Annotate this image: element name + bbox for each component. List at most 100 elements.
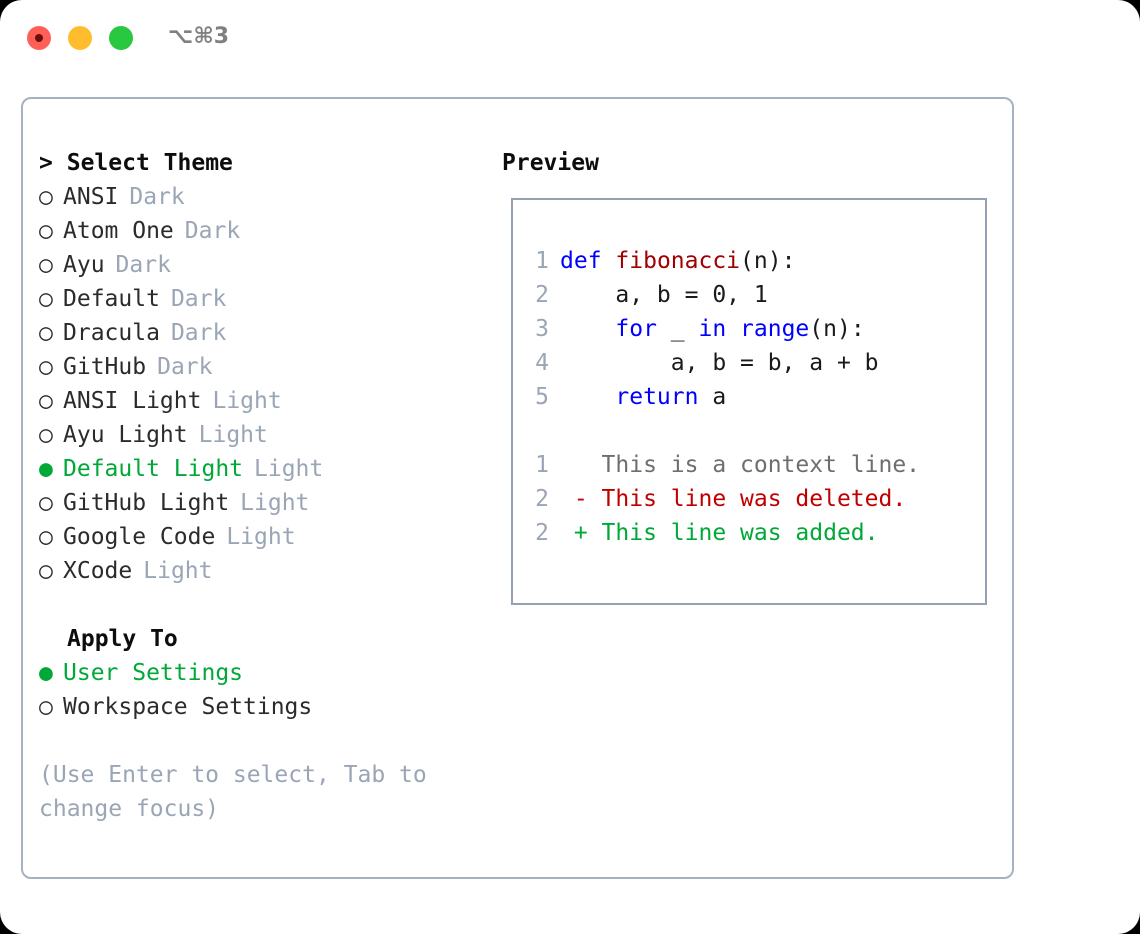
- theme-option-atom-one[interactable]: ○ Atom One Dark: [39, 214, 493, 248]
- theme-option-label: Default Light: [63, 456, 244, 482]
- radio-unselected-icon: ○: [39, 558, 53, 584]
- theme-option-google-code[interactable]: ○ Google Code Light: [39, 520, 493, 554]
- keyboard-shortcut-label: ⌥⌘3: [168, 24, 230, 49]
- radio-unselected-icon: ○: [39, 694, 53, 720]
- minimize-button[interactable]: [68, 26, 92, 50]
- code-token: a: [698, 384, 727, 410]
- radio-unselected-icon: ○: [39, 524, 53, 550]
- line-number: 4: [535, 350, 549, 376]
- code-token: a, b = 0, 1: [615, 282, 768, 308]
- theme-option-label: Ayu: [63, 252, 105, 278]
- radio-selected-icon: ●: [39, 456, 53, 482]
- theme-option-label: ANSI Light: [63, 388, 202, 414]
- theme-option-tag: Light: [226, 524, 296, 550]
- apply-to-option-label: Workspace Settings: [63, 694, 313, 720]
- code-token: for: [615, 316, 657, 342]
- theme-option-label: Default: [63, 286, 160, 312]
- apply-to-option-list: ● User Settings ○ Workspace Settings: [39, 656, 493, 724]
- diff-line-text: + This line was added.: [560, 520, 879, 546]
- theme-option-tag: Dark: [115, 252, 171, 278]
- diff-line-text: - This line was deleted.: [560, 486, 907, 512]
- radio-unselected-icon: ○: [39, 252, 53, 278]
- theme-option-default[interactable]: ○ Default Dark: [39, 282, 493, 316]
- apply-to-option-label: User Settings: [63, 660, 244, 686]
- theme-option-tag: Light: [212, 388, 282, 414]
- spacer: [39, 588, 493, 622]
- theme-option-label: XCode: [63, 558, 133, 584]
- radio-unselected-icon: ○: [39, 490, 53, 516]
- line-number: 2: [535, 520, 549, 546]
- close-button[interactable]: [27, 26, 51, 50]
- theme-option-label: Atom One: [63, 218, 174, 244]
- code-line: 5 return a: [513, 380, 985, 414]
- maximize-button[interactable]: [109, 26, 133, 50]
- theme-option-tag: Dark: [157, 354, 213, 380]
- theme-option-ayu-light[interactable]: ○ Ayu Light Light: [39, 418, 493, 452]
- theme-option-tag: Dark: [170, 320, 227, 346]
- keyboard-hint: (Use Enter to select, Tab to change focu…: [39, 762, 427, 822]
- line-number: 3: [535, 316, 549, 342]
- code-token: fibonacci: [615, 248, 741, 274]
- theme-option-tag: Dark: [170, 286, 227, 312]
- caret-icon: >: [39, 150, 53, 176]
- code-line: 2 a, b = 0, 1: [513, 278, 985, 312]
- apply-to-option-workspace-settings[interactable]: ○ Workspace Settings: [39, 690, 493, 724]
- spacer: [513, 414, 985, 448]
- code-token: [602, 248, 616, 274]
- close-icon: [35, 34, 43, 42]
- theme-option-label: Dracula: [63, 320, 160, 346]
- theme-option-label: ANSI: [63, 184, 119, 210]
- theme-list-header: > Select Theme: [39, 146, 493, 180]
- diff-line: 2 + This line was added.: [513, 516, 985, 550]
- theme-option-label: Ayu Light: [63, 422, 188, 448]
- line-number: 1: [535, 248, 549, 274]
- theme-option-tag: Dark: [184, 218, 241, 244]
- theme-option-tag: Light: [254, 456, 324, 482]
- line-number: 2: [535, 282, 549, 308]
- code-line: 3 for _ in range(n):: [513, 312, 985, 346]
- line-number: 5: [535, 384, 549, 410]
- theme-option-label: Google Code: [63, 524, 216, 550]
- code-token: range: [740, 316, 810, 342]
- theme-option-tag: Light: [198, 422, 268, 448]
- radio-unselected-icon: ○: [39, 422, 53, 448]
- code-token: _: [656, 316, 699, 342]
- theme-option-label: GitHub Light: [63, 490, 230, 516]
- code-token: a, b = b, a + b: [670, 350, 879, 376]
- diff-line-text: This is a context line.: [560, 452, 921, 478]
- radio-selected-icon: ●: [39, 660, 53, 686]
- theme-option-ayu[interactable]: ○ Ayu Dark: [39, 248, 493, 282]
- code-token: [726, 316, 740, 342]
- theme-list-title: Select Theme: [66, 150, 233, 176]
- theme-option-label: GitHub: [63, 354, 147, 380]
- code-line: 4 a, b = b, a + b: [513, 346, 985, 380]
- code-token: (n):: [809, 316, 865, 342]
- diff-sample: 1 This is a context line.2 - This line w…: [513, 448, 985, 550]
- radio-unselected-icon: ○: [39, 218, 53, 244]
- theme-option-github[interactable]: ○ GitHub Dark: [39, 350, 493, 384]
- diff-line: 2 - This line was deleted.: [513, 482, 985, 516]
- radio-unselected-icon: ○: [39, 354, 53, 380]
- code-token: return: [615, 384, 699, 410]
- diff-line: 1 This is a context line.: [513, 448, 985, 482]
- code-token: def: [560, 248, 602, 274]
- radio-unselected-icon: ○: [39, 184, 53, 210]
- apply-to-option-user-settings[interactable]: ● User Settings: [39, 656, 493, 690]
- theme-option-default-light[interactable]: ● Default Light Light: [39, 452, 493, 486]
- theme-option-tag: Light: [143, 558, 213, 584]
- theme-option-xcode[interactable]: ○ XCode Light: [39, 554, 493, 588]
- radio-unselected-icon: ○: [39, 286, 53, 312]
- traffic-lights: [27, 26, 133, 50]
- code-token: in: [698, 316, 727, 342]
